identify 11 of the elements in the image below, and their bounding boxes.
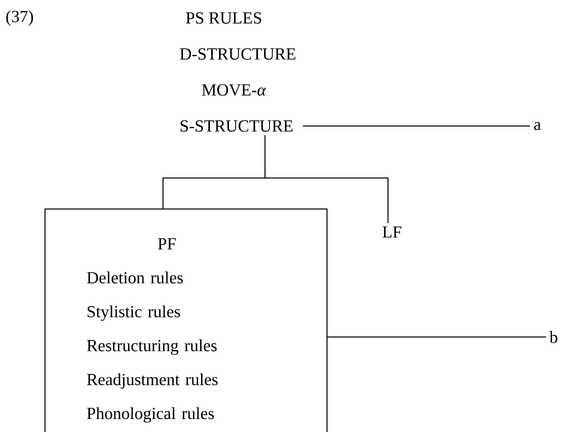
example-number: (37) [6, 10, 33, 26]
connector-line [326, 336, 546, 338]
connector-line [264, 134, 388, 224]
node-text: LF [382, 226, 402, 238]
node-text: D-STRUCTURE [180, 48, 296, 60]
node-text: MOVE-α [202, 84, 266, 96]
node-text: S-STRUCTURE [180, 120, 293, 132]
node-text: b [550, 331, 558, 343]
open-box: PF Deletion rules Stylistic rules Restructuring rules Readjustment rules Phonological rules [44, 208, 328, 432]
node-text: a [534, 122, 541, 130]
node-text: PS RULES [186, 12, 262, 24]
